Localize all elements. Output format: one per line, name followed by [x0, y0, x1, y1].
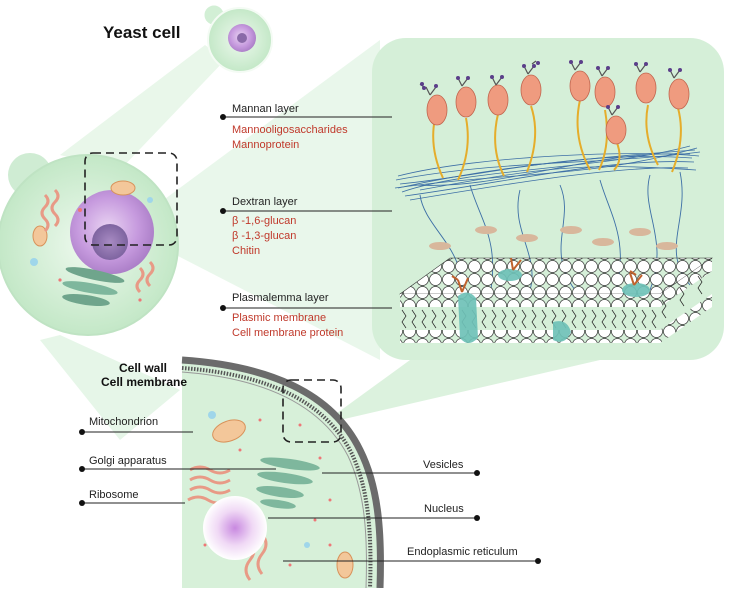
zoom-beam-left: [40, 335, 180, 440]
mannan-item-2: Mannoprotein: [232, 139, 300, 151]
mannoproteins: [419, 60, 690, 181]
diagram-title: Yeast cell: [103, 23, 181, 42]
cell-wall-label: Cell wall: [119, 361, 168, 375]
cell-membrane-label: Cell membrane: [101, 375, 188, 389]
dextran-layer-label: Dextran layer: [232, 196, 298, 208]
layer-leader-lines: [223, 116, 392, 309]
organelle-leader-lines: [82, 431, 538, 562]
glycolipids: [451, 257, 643, 293]
mannan-item-1: Mannooligosaccharides: [232, 124, 348, 136]
zoom-beam-middle: [150, 40, 380, 360]
nucleus-shape: [203, 496, 267, 560]
zoom-beam-bottom: [300, 360, 600, 440]
dextran-item-3: Chitin: [232, 245, 261, 257]
glucan-mesh: [394, 145, 701, 201]
mannan-layer-label: Mannan layer: [232, 103, 299, 115]
zoom-box-medium: [84, 152, 178, 246]
plasmalemma-layer-label: Plasmalemma layer: [232, 292, 329, 304]
plasmalemma-item-1: Plasmic membrane: [232, 312, 327, 324]
golgi-stack: [256, 457, 320, 509]
chitin-particles: [429, 226, 678, 250]
organelle-leader-dots: [79, 429, 541, 564]
organelle-label-nucleus: Nucleus: [424, 503, 464, 515]
organelle-label-ribosome: Ribosome: [89, 489, 139, 501]
medium-yeast-cell: [0, 152, 179, 336]
dextran-item-2: β -1,3-glucan: [232, 230, 297, 242]
organelle-label-golgi: Golgi apparatus: [89, 455, 167, 467]
small-yeast-cell: [203, 4, 273, 73]
layer-leader-dots: [220, 114, 226, 311]
plasmalemma-item-2: Cell membrane protein: [232, 327, 344, 339]
dextran-item-1: β -1,6-glucan: [232, 215, 297, 227]
organelle-label-mitochondrion: Mitochondrion: [89, 416, 159, 428]
organelle-label-vesicles: Vesicles: [423, 459, 464, 471]
organelle-label-er: Endoplasmic reticulum: [407, 546, 518, 558]
zoom-beam-top: [60, 45, 225, 170]
cell-section: [181, 356, 384, 589]
membrane-proteins: [458, 269, 650, 343]
zoom-box-wall: [282, 379, 342, 443]
ribosome-strands: [187, 465, 268, 581]
